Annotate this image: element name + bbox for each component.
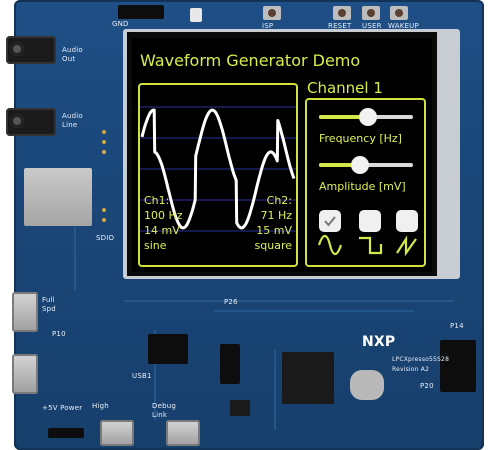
ch1-shape: sine [144, 239, 167, 252]
sine-select-button[interactable] [319, 210, 341, 232]
channel-title: Channel 1 [307, 79, 383, 97]
silk-reset: RESET [328, 22, 352, 30]
silk-product: LPCXpresso55S28 [392, 356, 450, 363]
ch1-info: Ch1: 100 Hz 14 mV sine [144, 193, 183, 253]
user-button[interactable] [362, 6, 380, 20]
silk-p14: P14 [450, 322, 464, 330]
full-speed-usb-port [12, 292, 38, 332]
waveform-trace [140, 108, 296, 230]
silk-audio-out: Audio [62, 46, 83, 54]
crystal [350, 370, 384, 400]
ch2-amplitude: 15 mV [256, 224, 292, 237]
ch2-shape: square [254, 239, 292, 252]
right-pin-header [440, 340, 476, 392]
audio-out-jack [6, 36, 56, 64]
amplitude-slider[interactable] [319, 156, 413, 174]
sawtooth-wave-icon [396, 235, 417, 256]
wakeup-button[interactable] [390, 6, 408, 20]
app-title: Waveform Generator Demo [140, 51, 361, 70]
frequency-slider[interactable] [319, 108, 413, 126]
ch2-info: Ch2: 71 Hz 15 mV square [255, 193, 292, 253]
silk-user: USER [362, 22, 382, 30]
silk-p20: P20 [420, 382, 434, 390]
frequency-label: Frequency [Hz] [319, 132, 402, 145]
ch1-amplitude: 14 mV [144, 224, 180, 237]
jumper-header [48, 428, 84, 438]
silk-audio-line-2: Line [62, 121, 78, 129]
square-wave-icon [359, 236, 383, 255]
top-pin-header-2 [190, 8, 202, 22]
silk-p26: P26 [224, 298, 238, 306]
sawtooth-select-button[interactable] [396, 210, 418, 232]
scope-grid [140, 106, 296, 232]
silk-gnd: GND [112, 20, 129, 28]
frequency-slider-thumb[interactable] [358, 108, 377, 126]
silk-revision: Revision A2 [392, 366, 430, 373]
high-speed-usb-port [100, 420, 134, 446]
pin-header-debug [220, 344, 240, 384]
reset-button[interactable] [333, 6, 351, 20]
sd-card-slot [24, 168, 92, 226]
power-usb-port [12, 354, 38, 394]
debug-link-usb-port [166, 420, 200, 446]
lcd-screen: Waveform Generator Demo Ch1: 100 Hz 14 m… [132, 38, 432, 272]
oscilloscope-panel: Ch1: 100 Hz 14 mV sine Ch2: 71 Hz 15 mV … [138, 83, 298, 267]
silk-p10: P10 [52, 330, 66, 338]
silk-sdio: SDIO [96, 234, 115, 242]
silk-nxp: NXP [362, 334, 396, 350]
silk-power: +5V Power [42, 404, 83, 412]
check-icon [324, 216, 336, 227]
ch2-name: Ch2: [266, 194, 292, 207]
silk-isp: ISP [262, 22, 274, 30]
silk-debug: Debug [152, 402, 177, 410]
small-chip [230, 400, 250, 416]
main-mcu-chip [282, 352, 334, 404]
oscilloscope-plot [140, 106, 296, 232]
amplitude-label: Amplitude [mV] [319, 180, 406, 193]
ch2-frequency: 71 Hz [260, 209, 292, 222]
amplitude-slider-thumb[interactable] [350, 156, 369, 174]
ch1-frequency: 100 Hz [144, 209, 183, 222]
silk-full: Full [42, 296, 55, 304]
silk-link: Link [152, 411, 168, 419]
top-pin-header [118, 5, 164, 19]
pin-header-mid [148, 334, 188, 364]
isp-button[interactable] [263, 6, 281, 20]
ch1-name: Ch1: [144, 194, 170, 207]
silk-spd: Spd [42, 305, 56, 313]
square-select-button[interactable] [359, 210, 381, 232]
silk-audio-out-2: Out [62, 55, 76, 63]
silk-high: High [92, 402, 109, 410]
silk-wakeup: WAKEUP [388, 22, 419, 30]
audio-in-jack [6, 108, 56, 136]
silk-audio-line: Audio [62, 112, 83, 120]
silk-usb1: USB1 [132, 372, 152, 380]
channel-control-panel: Frequency [Hz] Amplitude [mV] [305, 98, 426, 267]
sine-wave-icon [317, 234, 343, 256]
